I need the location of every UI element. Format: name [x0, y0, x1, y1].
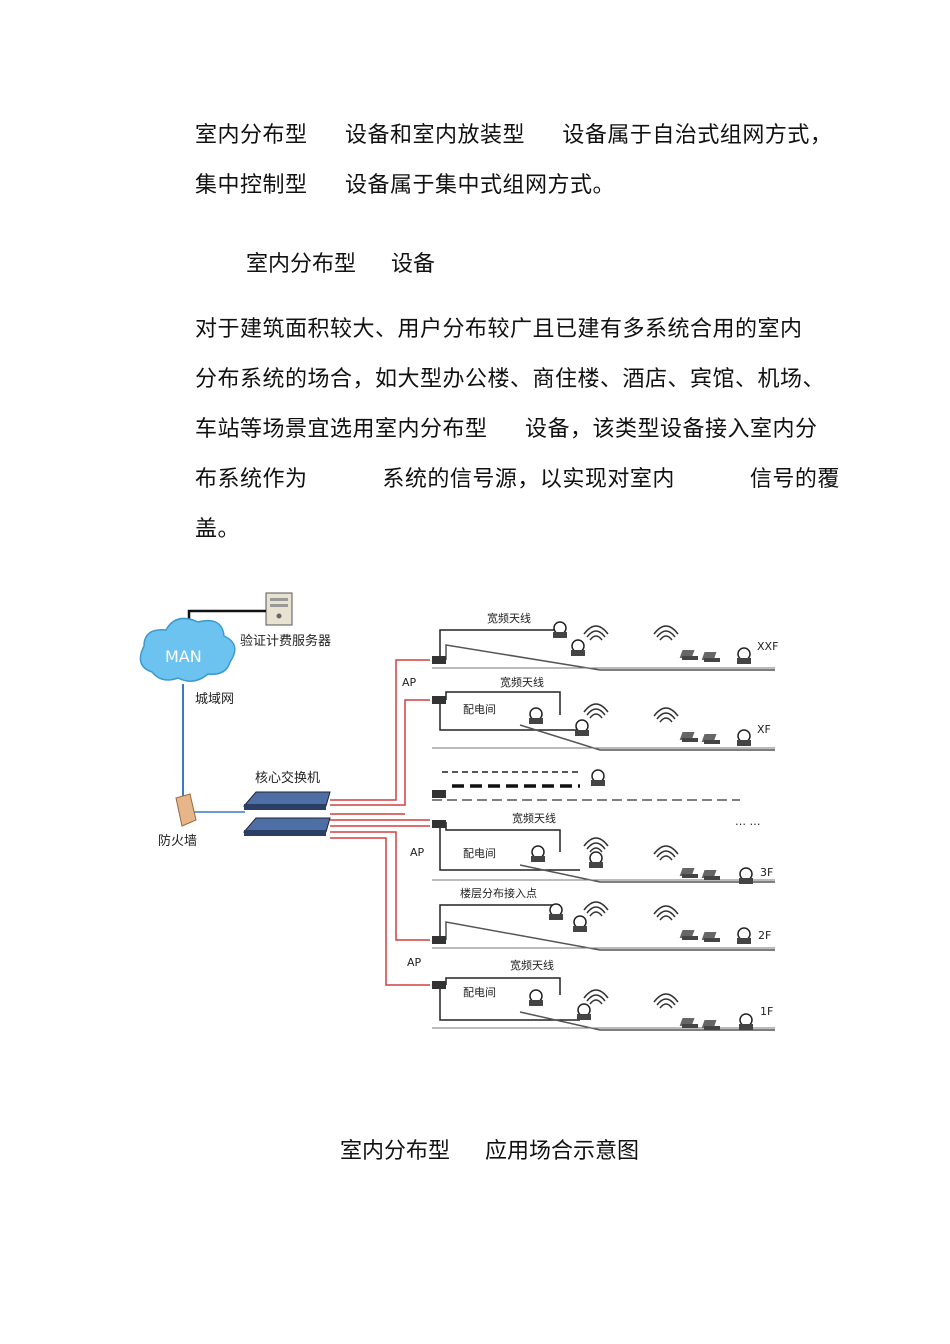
- svg-text:宽频天线: 宽频天线: [500, 675, 544, 689]
- ap-label-3: AP: [407, 956, 422, 969]
- firewall-icon: [175, 793, 197, 827]
- ap-label-1: AP: [402, 676, 417, 689]
- floor-xxf: 宽频天线 XXF: [432, 611, 778, 671]
- core-switch-icon: [242, 791, 331, 836]
- floor-label-xxf: XXF: [757, 640, 778, 653]
- svg-text:配电间: 配电间: [463, 847, 496, 860]
- floor-1f: 宽频天线 配电间 1F: [432, 958, 775, 1031]
- svg-text:配电间: 配电间: [463, 986, 496, 999]
- paragraph-line-1: 室内分布型 设备和室内放装型 设备属于自治式组网方式，: [195, 123, 833, 148]
- floor-xf: 宽频天线 配电间 XF: [432, 675, 775, 751]
- ellipsis-label: … …: [735, 815, 761, 828]
- section-heading: 室内分布型 设备: [246, 252, 435, 277]
- floor-2f: 楼层分布接入点 2F: [432, 886, 775, 951]
- floor-label-2f: 2F: [758, 929, 771, 942]
- paragraph-line-5: 车站等场景宜选用室内分布型 设备，该类型设备接入室内分: [195, 417, 818, 442]
- ap-devices: [432, 656, 446, 989]
- svg-text:楼层分布接入点: 楼层分布接入点: [460, 886, 537, 900]
- core-switch-label: 核心交换机: [255, 770, 320, 786]
- figure-caption: 室内分布型 应用场合示意图: [340, 1139, 639, 1164]
- ap-label-2: AP: [410, 846, 425, 859]
- paragraph-line-7: 盖。: [195, 517, 241, 542]
- floor-intermediate: … …: [432, 769, 761, 828]
- paragraph-line-3: 对于建筑面积较大、用户分布较广且已建有多系统合用的室内: [195, 317, 803, 342]
- floor-3f: 宽频天线 配电间 3F: [432, 811, 775, 885]
- floor-label-3f: 3F: [760, 866, 773, 879]
- metro-label: 城域网: [195, 692, 234, 707]
- server-label: 验证计费服务器: [240, 633, 331, 649]
- firewall-label: 防火墙: [158, 833, 197, 849]
- man-label: MAN: [165, 647, 202, 666]
- paragraph-line-6: 布系统作为 系统的信号源，以实现对室内 信号的覆: [195, 467, 840, 492]
- paragraph-line-4: 分布系统的场合，如大型办公楼、商住楼、酒店、宾馆、机场、: [195, 367, 826, 392]
- cloud-icon: [139, 617, 236, 682]
- floor-label-xf: XF: [757, 723, 771, 736]
- svg-text:宽频天线: 宽频天线: [487, 611, 531, 625]
- server-icon: [265, 592, 293, 626]
- svg-text:宽频天线: 宽频天线: [510, 958, 554, 972]
- svg-text:宽频天线: 宽频天线: [512, 811, 556, 825]
- floor-label-1f: 1F: [760, 1005, 773, 1018]
- svg-text:配电间: 配电间: [463, 703, 496, 716]
- paragraph-line-2: 集中控制型 设备属于集中式组网方式。: [195, 173, 615, 198]
